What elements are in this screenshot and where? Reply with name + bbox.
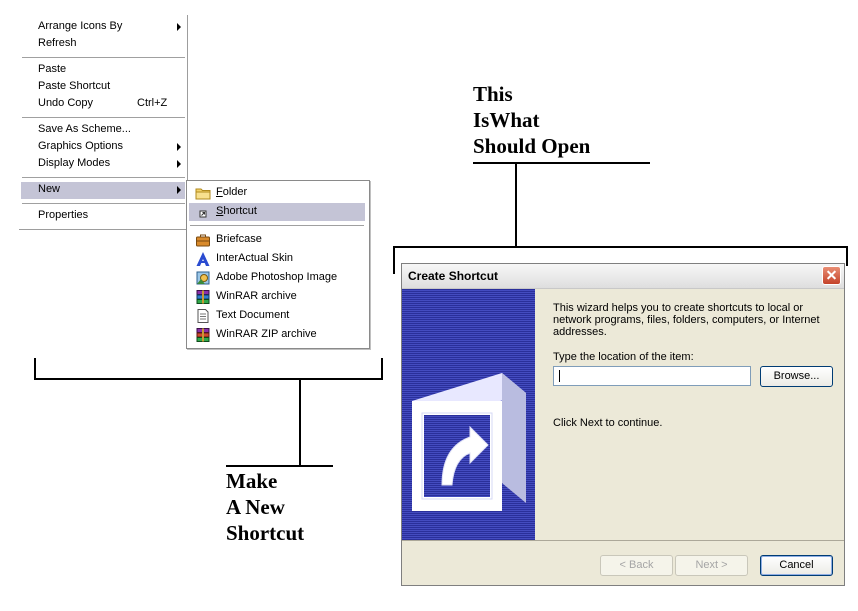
submenu-item-label: WinRAR ZIP archive <box>216 328 317 340</box>
annotation-line: Make <box>226 469 278 493</box>
submenu-item-adobe-photoshop-image[interactable]: Adobe Photoshop Image <box>189 269 365 287</box>
submenu-item-text-document[interactable]: Text Document <box>189 307 365 325</box>
close-button[interactable] <box>822 266 841 285</box>
submenu-item-winrar-archive[interactable]: WinRAR archive <box>189 288 365 306</box>
menu-separator <box>22 117 185 118</box>
menu-item-label: Display Modes <box>38 157 111 169</box>
dialog-titlebar[interactable]: Create Shortcut <box>402 264 844 289</box>
menu-item-arrange-icons-by[interactable]: Arrange Icons By <box>21 19 185 36</box>
annotation-make-new-shortcut: Make A New Shortcut <box>226 468 304 546</box>
access-key: F <box>216 186 223 198</box>
wizard-banner <box>402 289 535 540</box>
menu-item-undo-copy[interactable]: Undo Copy Ctrl+Z <box>21 96 185 113</box>
desktop-context-menu: Arrange Icons By Refresh Paste Paste Sho… <box>19 15 188 230</box>
menu-item-label: Refresh <box>38 37 77 49</box>
submenu-item-label: Shortcut <box>216 205 257 217</box>
submenu-arrow-icon <box>177 160 181 168</box>
submenu-item-interactual-skin[interactable]: InterActual Skin <box>189 250 365 268</box>
submenu-arrow-icon <box>177 23 181 31</box>
menu-item-label: Properties <box>38 209 89 221</box>
menu-separator <box>190 225 364 226</box>
bracket-line <box>226 465 333 467</box>
briefcase-icon <box>196 234 210 247</box>
text-caret <box>559 370 560 382</box>
shortcut-icon <box>199 210 207 218</box>
new-submenu: Folder Shortcut Briefcase InterActual Sk… <box>186 180 370 349</box>
menu-item-new[interactable]: New <box>21 182 185 199</box>
interactual-icon <box>196 252 210 266</box>
dialog-title: Create Shortcut <box>408 269 499 283</box>
menu-item-label: Paste Shortcut <box>38 80 111 92</box>
bracket-line <box>34 358 36 379</box>
annotation-line: Should Open <box>473 134 591 158</box>
intro-line: addresses. <box>553 326 607 338</box>
menu-item-save-as-scheme[interactable]: Save As Scheme... <box>21 122 185 139</box>
annotation-line: IsWhat <box>473 108 540 132</box>
winrar-zip-icon <box>196 328 210 342</box>
submenu-arrow-icon <box>177 143 181 151</box>
shortcut-arrow-icon <box>412 373 526 511</box>
back-button[interactable]: < Back <box>600 555 673 576</box>
menu-separator <box>22 57 185 58</box>
location-input[interactable] <box>553 366 751 386</box>
submenu-item-shortcut[interactable]: Shortcut <box>189 203 365 221</box>
menu-item-label: Save As Scheme... <box>38 123 131 135</box>
menu-separator <box>22 177 185 178</box>
bracket-line <box>846 246 848 266</box>
annotation-line: A New <box>226 495 285 519</box>
text-document-icon <box>197 309 209 323</box>
photoshop-icon <box>196 271 210 285</box>
bracket-line <box>393 246 395 274</box>
submenu-item-label: InterActual Skin <box>216 252 294 264</box>
submenu-item-briefcase[interactable]: Briefcase <box>189 231 365 249</box>
intro-line: This wizard helps you to create shortcut… <box>553 302 804 314</box>
label-rest: older <box>222 186 248 198</box>
menu-item-label: Graphics Options <box>38 140 123 152</box>
folder-icon <box>195 188 211 200</box>
annotation-what-should-open: This IsWhat Should Open <box>473 81 590 159</box>
intro-line: network programs, files, folders, comput… <box>553 314 820 326</box>
menu-item-refresh[interactable]: Refresh <box>21 36 185 53</box>
continue-text: Click Next to continue. <box>553 417 663 429</box>
browse-button[interactable]: Browse... <box>760 366 833 387</box>
label-rest: hortcut <box>223 205 257 217</box>
winrar-icon <box>196 290 210 304</box>
menu-separator <box>22 203 185 204</box>
dialog-divider <box>402 540 844 541</box>
bracket-line <box>299 380 301 466</box>
access-key: S <box>216 205 224 217</box>
submenu-item-label: Adobe Photoshop Image <box>216 271 338 283</box>
menu-item-paste[interactable]: Paste <box>21 62 185 79</box>
menu-item-shortcut-key: Ctrl+Z <box>137 97 168 109</box>
bracket-line <box>473 162 650 164</box>
create-shortcut-dialog: Create Shortcut This wizard helps you to… <box>401 263 845 586</box>
submenu-item-label: WinRAR archive <box>216 290 297 302</box>
submenu-item-label: Text Document <box>216 309 290 321</box>
submenu-item-winrar-zip-archive[interactable]: WinRAR ZIP archive <box>189 326 365 344</box>
next-button[interactable]: Next > <box>675 555 748 576</box>
submenu-arrow-icon <box>177 186 181 194</box>
wizard-intro-text: This wizard helps you to create shortcut… <box>553 302 820 338</box>
menu-item-properties[interactable]: Properties <box>21 208 185 225</box>
menu-item-graphics-options[interactable]: Graphics Options <box>21 139 185 156</box>
menu-item-paste-shortcut[interactable]: Paste Shortcut <box>21 79 185 96</box>
menu-item-label: Arrange Icons By <box>38 20 123 32</box>
location-label: Type the location of the item: <box>553 351 694 363</box>
bracket-line <box>515 163 517 247</box>
annotation-line: Shortcut <box>226 521 305 545</box>
menu-item-display-modes[interactable]: Display Modes <box>21 156 185 173</box>
submenu-item-label: Folder <box>216 186 247 198</box>
bracket-line <box>393 246 848 248</box>
annotation-line: This <box>473 82 513 106</box>
bracket-line <box>381 358 383 379</box>
submenu-item-folder[interactable]: Folder <box>189 184 365 202</box>
menu-item-label: Paste <box>38 63 67 75</box>
cancel-button[interactable]: Cancel <box>760 555 833 576</box>
menu-item-label: Undo Copy <box>38 97 94 109</box>
submenu-item-label: Briefcase <box>216 233 262 245</box>
bracket-line <box>34 378 383 380</box>
menu-item-label: New <box>38 183 61 195</box>
